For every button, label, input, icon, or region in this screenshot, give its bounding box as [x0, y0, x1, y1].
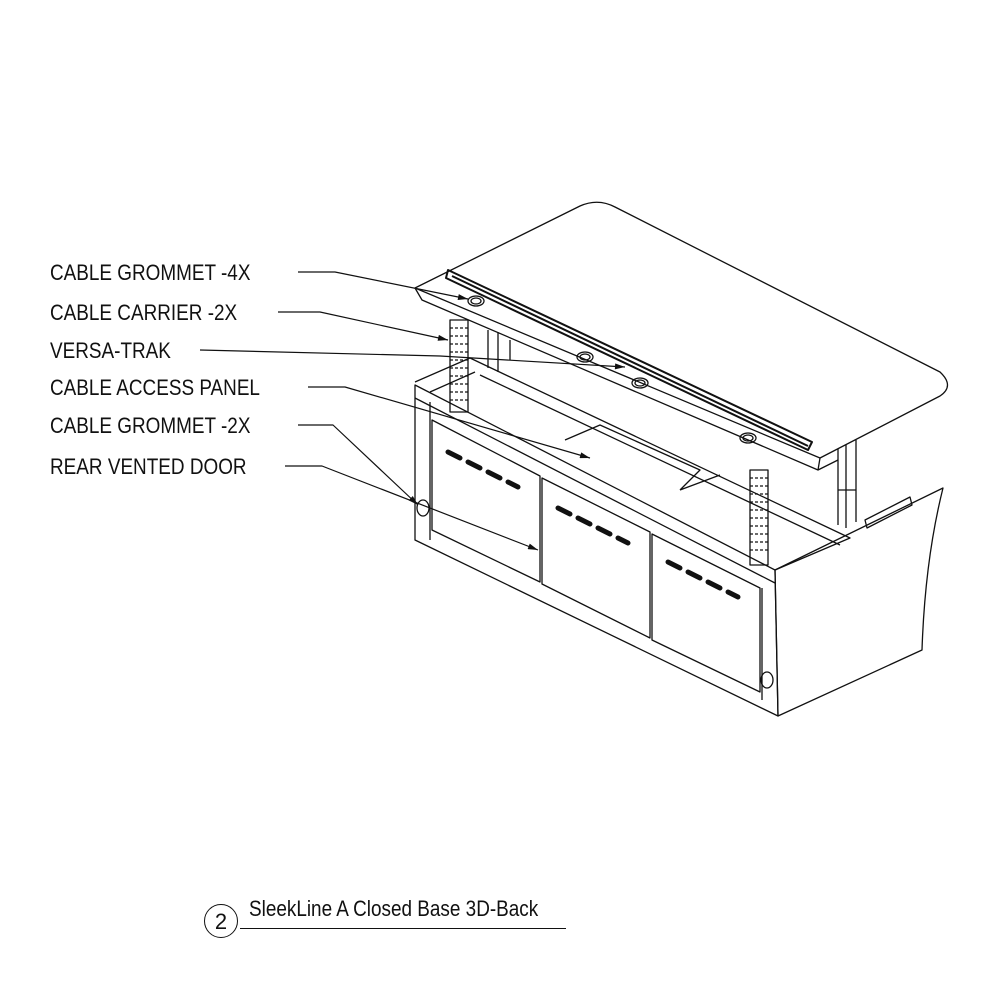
- callout-cable-access-panel: CABLE ACCESS PANEL: [50, 375, 260, 400]
- cable-carrier-icons: [449, 319, 769, 566]
- cable-grommet-icons: [416, 295, 774, 689]
- callout-versa-trak: VERSA-TRAK: [50, 338, 171, 363]
- callout-cable-grommet-2x: CABLE GROMMET -2X: [50, 413, 251, 438]
- callout-cable-carrier: CABLE CARRIER -2X: [50, 300, 238, 325]
- versa-trak-rail: [445, 269, 813, 451]
- rear-vented-door-center: [541, 477, 651, 639]
- callout-rear-vented-door: REAR VENTED DOOR: [50, 454, 247, 479]
- rear-vented-door-left: [431, 419, 541, 583]
- caption-title: SleekLine A Closed Base 3D-Back: [249, 896, 539, 921]
- caption-underline: [240, 928, 566, 929]
- caption-number: 2: [204, 904, 238, 938]
- callout-cable-grommet-4x: CABLE GROMMET -4X: [50, 260, 251, 285]
- desk-leg: [837, 440, 857, 528]
- rear-vented-door-right: [651, 533, 761, 693]
- cabinet-front-frame: [414, 384, 779, 717]
- desktop-surface: [414, 201, 949, 459]
- leader-lines: [199, 271, 626, 551]
- door-vents: [445, 449, 741, 600]
- right-end-panel: [774, 487, 944, 717]
